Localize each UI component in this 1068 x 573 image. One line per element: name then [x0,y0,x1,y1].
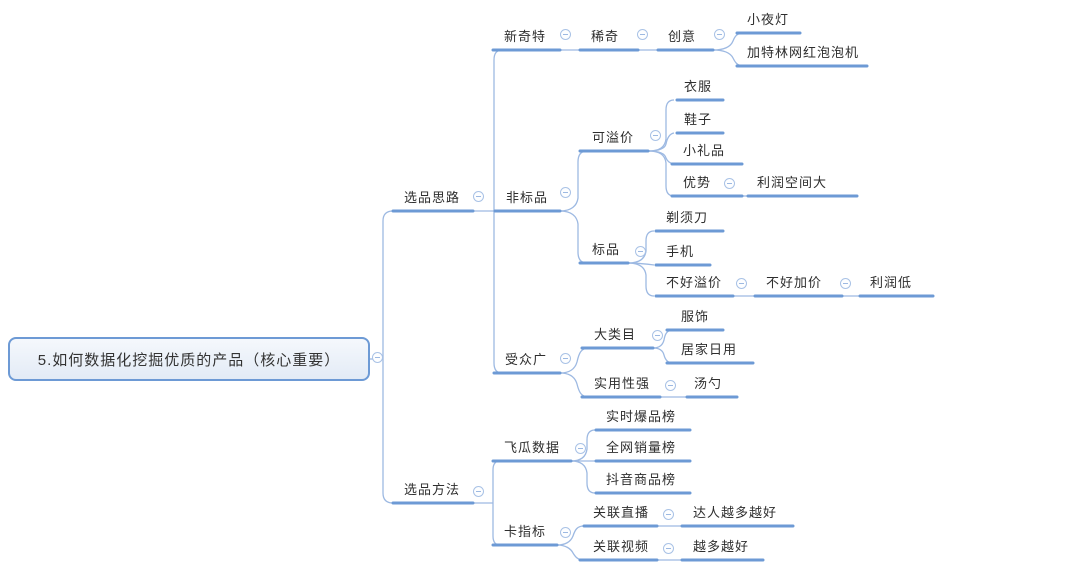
node-advantage[interactable]: 优势 [683,175,712,190]
node-night-light[interactable]: 小夜灯 [747,12,790,27]
collapse-icon[interactable] [560,187,571,198]
node-low-profit[interactable]: 利润低 [870,275,913,290]
node-more-better[interactable]: 越多越好 [693,539,750,554]
collapse-icon[interactable] [665,380,676,391]
collapse-icon[interactable] [724,178,735,189]
node-selection-ideas[interactable]: 选品思路 [404,190,461,205]
node-hard-to-markup[interactable]: 不好加价 [766,275,823,290]
node-profit-margin-large[interactable]: 利润空间大 [757,175,828,190]
node-premium-pricing[interactable]: 可溢价 [592,130,635,145]
collapse-icon[interactable] [663,509,674,520]
node-soup-spoon[interactable]: 汤勺 [694,376,723,391]
collapse-icon[interactable] [372,352,383,363]
node-feigua-data[interactable]: 飞瓜数据 [504,440,561,455]
collapse-icon[interactable] [736,278,747,289]
node-linked-videos[interactable]: 关联视频 [593,539,650,554]
branch-underlines [391,31,935,562]
node-wide-audience[interactable]: 受众广 [505,352,548,367]
node-novelty[interactable]: 新奇特 [504,29,547,44]
collapse-icon[interactable] [635,246,646,257]
collapse-icon[interactable] [663,543,674,554]
collapse-icon[interactable] [652,330,663,341]
node-standard[interactable]: 标品 [592,242,621,257]
collapse-icon[interactable] [473,191,484,202]
collapse-icon[interactable] [560,353,571,364]
node-douyin-product-list[interactable]: 抖音商品榜 [606,472,677,487]
collapse-icon[interactable] [637,29,648,40]
node-root[interactable]: 5.如何数据化挖掘优质的产品（核心重要） [8,337,370,381]
node-big-category[interactable]: 大类目 [594,327,637,342]
node-sitewide-sales-list[interactable]: 全网销量榜 [606,440,677,455]
node-rare[interactable]: 稀奇 [591,29,620,44]
node-shoes[interactable]: 鞋子 [684,112,713,127]
node-apparel[interactable]: 服饰 [681,309,710,324]
collapse-icon[interactable] [560,29,571,40]
collapse-icon[interactable] [575,443,586,454]
node-hard-to-premium[interactable]: 不好溢价 [666,275,723,290]
node-gatling-bubble-machine[interactable]: 加特林网红泡泡机 [747,45,860,60]
node-household[interactable]: 居家日用 [681,342,738,357]
root-label: 5.如何数据化挖掘优质的产品（核心重要） [37,351,341,369]
node-non-standard[interactable]: 非标品 [506,190,549,205]
node-razor[interactable]: 剃须刀 [666,210,709,225]
node-linked-livestream[interactable]: 关联直播 [593,505,650,520]
collapse-icon[interactable] [714,29,725,40]
node-metrics[interactable]: 卡指标 [504,524,547,539]
node-creative[interactable]: 创意 [668,29,697,44]
collapse-icon[interactable] [473,486,484,497]
collapse-icon[interactable] [840,278,851,289]
node-selection-methods[interactable]: 选品方法 [404,482,461,497]
node-practical[interactable]: 实用性强 [594,376,651,391]
node-phone[interactable]: 手机 [666,244,695,259]
node-small-gifts[interactable]: 小礼品 [683,143,726,158]
collapse-icon[interactable] [560,527,571,538]
node-realtime-hot-list[interactable]: 实时爆品榜 [606,409,677,424]
collapse-icon[interactable] [650,130,661,141]
node-more-influencers-better[interactable]: 达人越多越好 [693,505,778,520]
node-clothes[interactable]: 衣服 [684,79,713,94]
